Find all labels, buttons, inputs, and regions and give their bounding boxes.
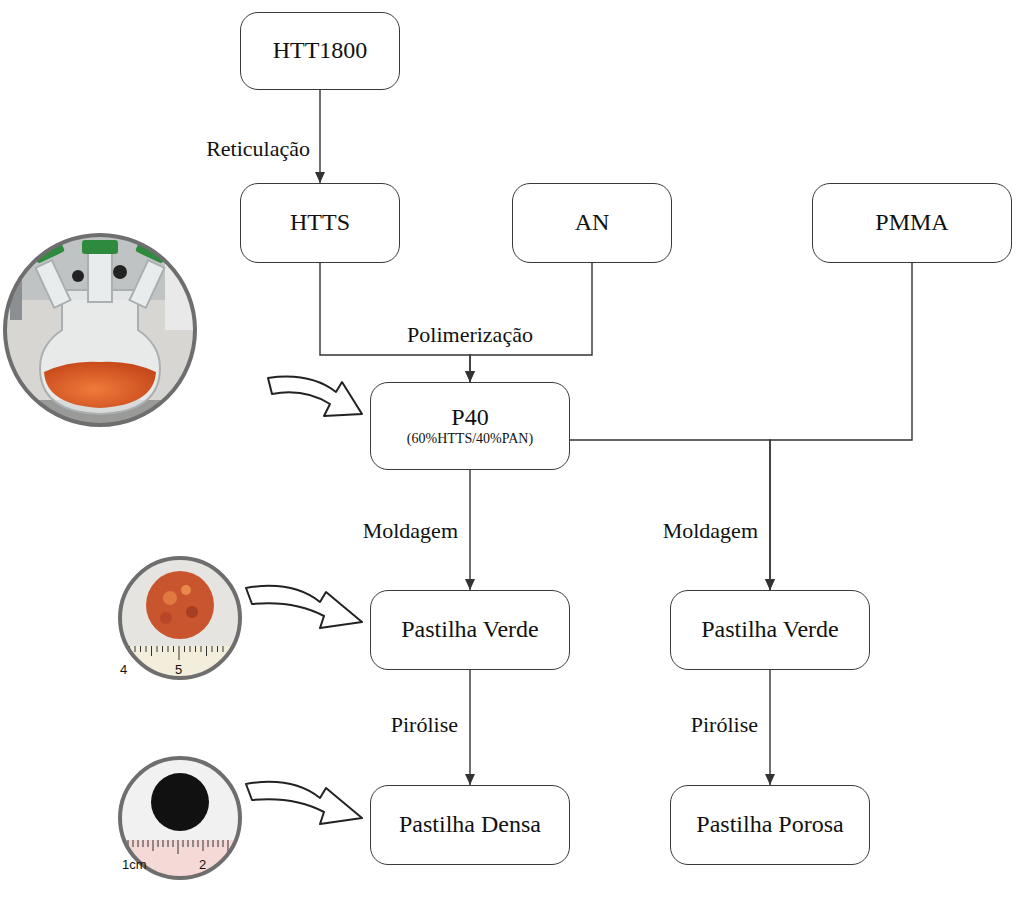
edge-label: Reticulação (204, 136, 312, 162)
ruler-number: 4 (120, 663, 127, 676)
node-title: Pastilha Densa (399, 811, 541, 839)
dense-pellet-photo (110, 750, 250, 890)
flask-photo (0, 230, 200, 440)
arrow-head (765, 579, 775, 590)
arrow-head (765, 579, 775, 590)
process-box: PMMA (812, 183, 1012, 263)
connector-line (770, 263, 912, 590)
arrow-head (465, 774, 475, 785)
result-box: Pastilha Porosa (670, 785, 870, 865)
connector-line (469, 670, 470, 785)
node-title: PMMA (875, 209, 948, 237)
connector-line (570, 440, 770, 590)
pointer-arrows (246, 377, 362, 824)
flow-connector (765, 263, 912, 590)
node-title: Pastilha Porosa (696, 811, 843, 839)
flow-connector (570, 440, 775, 590)
green-pellet-photo (110, 550, 250, 690)
ruler-number: 2 (199, 858, 206, 871)
connector-line (769, 670, 770, 785)
process-box: Pastilha Verde (370, 590, 570, 670)
flow-connector (315, 90, 325, 183)
connector-line (469, 470, 470, 590)
result-box: Pastilha Densa (370, 785, 570, 865)
node-title: HTT1800 (273, 37, 368, 65)
edge-label: Moldagem (661, 518, 760, 544)
edge-label: Pirólise (389, 712, 460, 738)
flow-connector (465, 670, 475, 785)
edge-label: Pirólise (689, 712, 760, 738)
arrow-head (465, 371, 475, 382)
node-title: AN (575, 209, 610, 237)
process-box: AN (512, 183, 672, 263)
node-title: Pastilha Verde (701, 616, 839, 644)
connector-line (319, 90, 320, 183)
flow-connector (465, 470, 475, 590)
node-title: P40 (451, 404, 488, 432)
arrow-head (315, 172, 325, 183)
ruler-number: 5 (175, 663, 182, 676)
process-box: Pastilha Verde (670, 590, 870, 670)
ruler-number: 1cm (122, 858, 147, 871)
edge-label: Moldagem (361, 518, 460, 544)
edge-label: Polimerização (405, 322, 535, 348)
arrow-head (465, 579, 475, 590)
flow-connector (765, 670, 775, 785)
node-title: Pastilha Verde (401, 616, 539, 644)
start-box: HTT1800 (240, 12, 400, 90)
arrow-head (765, 774, 775, 785)
node-subtitle: (60%HTTS/40%PAN) (407, 431, 533, 448)
node-title: HTTS (290, 209, 350, 237)
product-box: P40(60%HTTS/40%PAN) (370, 382, 570, 470)
arrow-head (465, 371, 475, 382)
process-box: HTTS (240, 183, 400, 263)
